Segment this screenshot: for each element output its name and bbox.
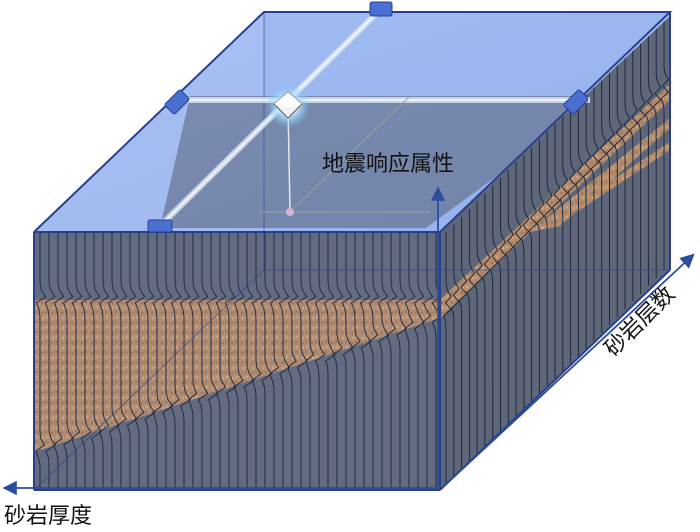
wiggle-trace — [323, 232, 336, 490]
crosshair-y — [289, 95, 411, 213]
gizmo-anchor — [286, 208, 294, 216]
side-wiggle-traces — [443, 16, 670, 490]
wiggle-trace — [645, 31, 654, 286]
wiggle-trace — [474, 201, 483, 459]
wiggle-trace — [188, 232, 200, 490]
wiggle-trace — [134, 232, 146, 490]
layers-axis-arrow — [441, 253, 695, 489]
front-seismic-section — [34, 232, 440, 490]
vertical-axis-label: 地震响应属性 — [322, 152, 455, 177]
wiggle-trace — [598, 77, 608, 333]
slider-handle-icon[interactable] — [369, 1, 393, 17]
wiggle-trace — [466, 208, 476, 467]
wiggle-trace — [443, 232, 452, 490]
wiggle-trace — [197, 232, 209, 490]
wiggle-trace — [422, 232, 434, 490]
wiggle-trace — [62, 232, 74, 490]
side-seismic-section — [440, 16, 670, 490]
wiggle-trace — [497, 178, 507, 435]
wiggle-trace — [513, 162, 522, 420]
wiggle-trace — [206, 232, 219, 490]
wiggle-trace — [224, 232, 237, 490]
wiggle-trace — [125, 232, 138, 490]
wiggle-trace — [242, 232, 255, 490]
wiggle-trace — [143, 232, 156, 490]
wiggle-trace — [179, 232, 191, 490]
wiggle-trace — [260, 232, 273, 490]
wiggle-trace — [350, 232, 362, 490]
box-right-face — [440, 12, 670, 490]
wiggle-trace — [53, 232, 65, 490]
wiggle-trace — [536, 139, 546, 396]
wiggle-trace — [368, 232, 380, 490]
wiggle-trace — [251, 232, 263, 490]
wiggle-trace — [359, 232, 372, 490]
sand-layer-side-1 — [440, 84, 670, 318]
front-wiggle-traces — [35, 232, 440, 490]
wiggle-trace — [458, 216, 468, 475]
wiggle-trace — [614, 62, 623, 318]
wiggle-trace — [552, 124, 561, 380]
wiggle-trace — [107, 232, 120, 490]
sand-wedge-front — [34, 300, 440, 452]
slider-handle-icon[interactable] — [164, 89, 190, 115]
wiggle-trace — [489, 185, 499, 443]
wiggle-trace — [583, 93, 592, 349]
box-front-face — [34, 232, 440, 490]
wiggle-trace — [377, 232, 390, 490]
wiggle-trace — [482, 193, 491, 451]
wiggle-trace — [269, 232, 281, 490]
wiggle-trace — [528, 147, 538, 404]
wiggle-trace — [431, 232, 440, 490]
wiggle-trace — [404, 232, 416, 490]
wiggle-trace — [590, 85, 600, 341]
wiggle-trace — [305, 232, 317, 490]
sand-layer-side-3 — [560, 142, 670, 214]
wiggle-trace — [395, 232, 407, 490]
wiggle-trace — [170, 232, 182, 490]
wiggle-trace — [161, 232, 174, 490]
wiggle-trace — [278, 232, 291, 490]
wiggle-trace — [521, 154, 530, 412]
wiggle-trace — [332, 232, 344, 490]
wiggle-trace — [341, 232, 354, 490]
wiggle-trace — [215, 232, 227, 490]
wiggle-trace — [606, 70, 615, 325]
wiggle-trace — [233, 232, 245, 490]
wiggle-trace — [386, 232, 398, 490]
wiggle-trace — [629, 46, 639, 302]
box-top-face — [34, 12, 670, 232]
wiggle-trace — [80, 232, 92, 490]
wiggle-trace — [544, 131, 553, 388]
wiggle-trace — [413, 232, 425, 490]
wiggle-trace — [44, 232, 57, 490]
wiggle-trace — [71, 232, 83, 490]
wiggle-trace — [116, 232, 128, 490]
wiggle-trace — [287, 232, 299, 490]
wiggle-trace — [314, 232, 326, 490]
wiggle-trace — [621, 54, 631, 310]
sand-layer-side-2 — [530, 118, 670, 232]
wiggle-trace — [660, 16, 670, 270]
slider-handle-icon[interactable] — [147, 219, 173, 233]
wiggle-trace — [296, 232, 308, 490]
wiggle-trace — [35, 232, 47, 490]
wiggle-trace — [98, 232, 110, 490]
wiggle-trace — [451, 224, 460, 483]
wiggle-trace — [637, 39, 646, 294]
wiggle-trace — [567, 108, 577, 365]
wiggle-trace — [559, 116, 569, 373]
wiggle-trace — [575, 100, 584, 357]
wiggle-trace — [152, 232, 164, 490]
slider-handle-icon[interactable] — [563, 89, 589, 115]
wiggle-trace — [505, 170, 515, 428]
move-cursor-icon[interactable] — [273, 91, 303, 119]
wiggle-trace — [89, 232, 102, 490]
thickness-axis-label: 砂岩厚度 — [4, 504, 93, 529]
wiggle-trace — [653, 23, 662, 278]
